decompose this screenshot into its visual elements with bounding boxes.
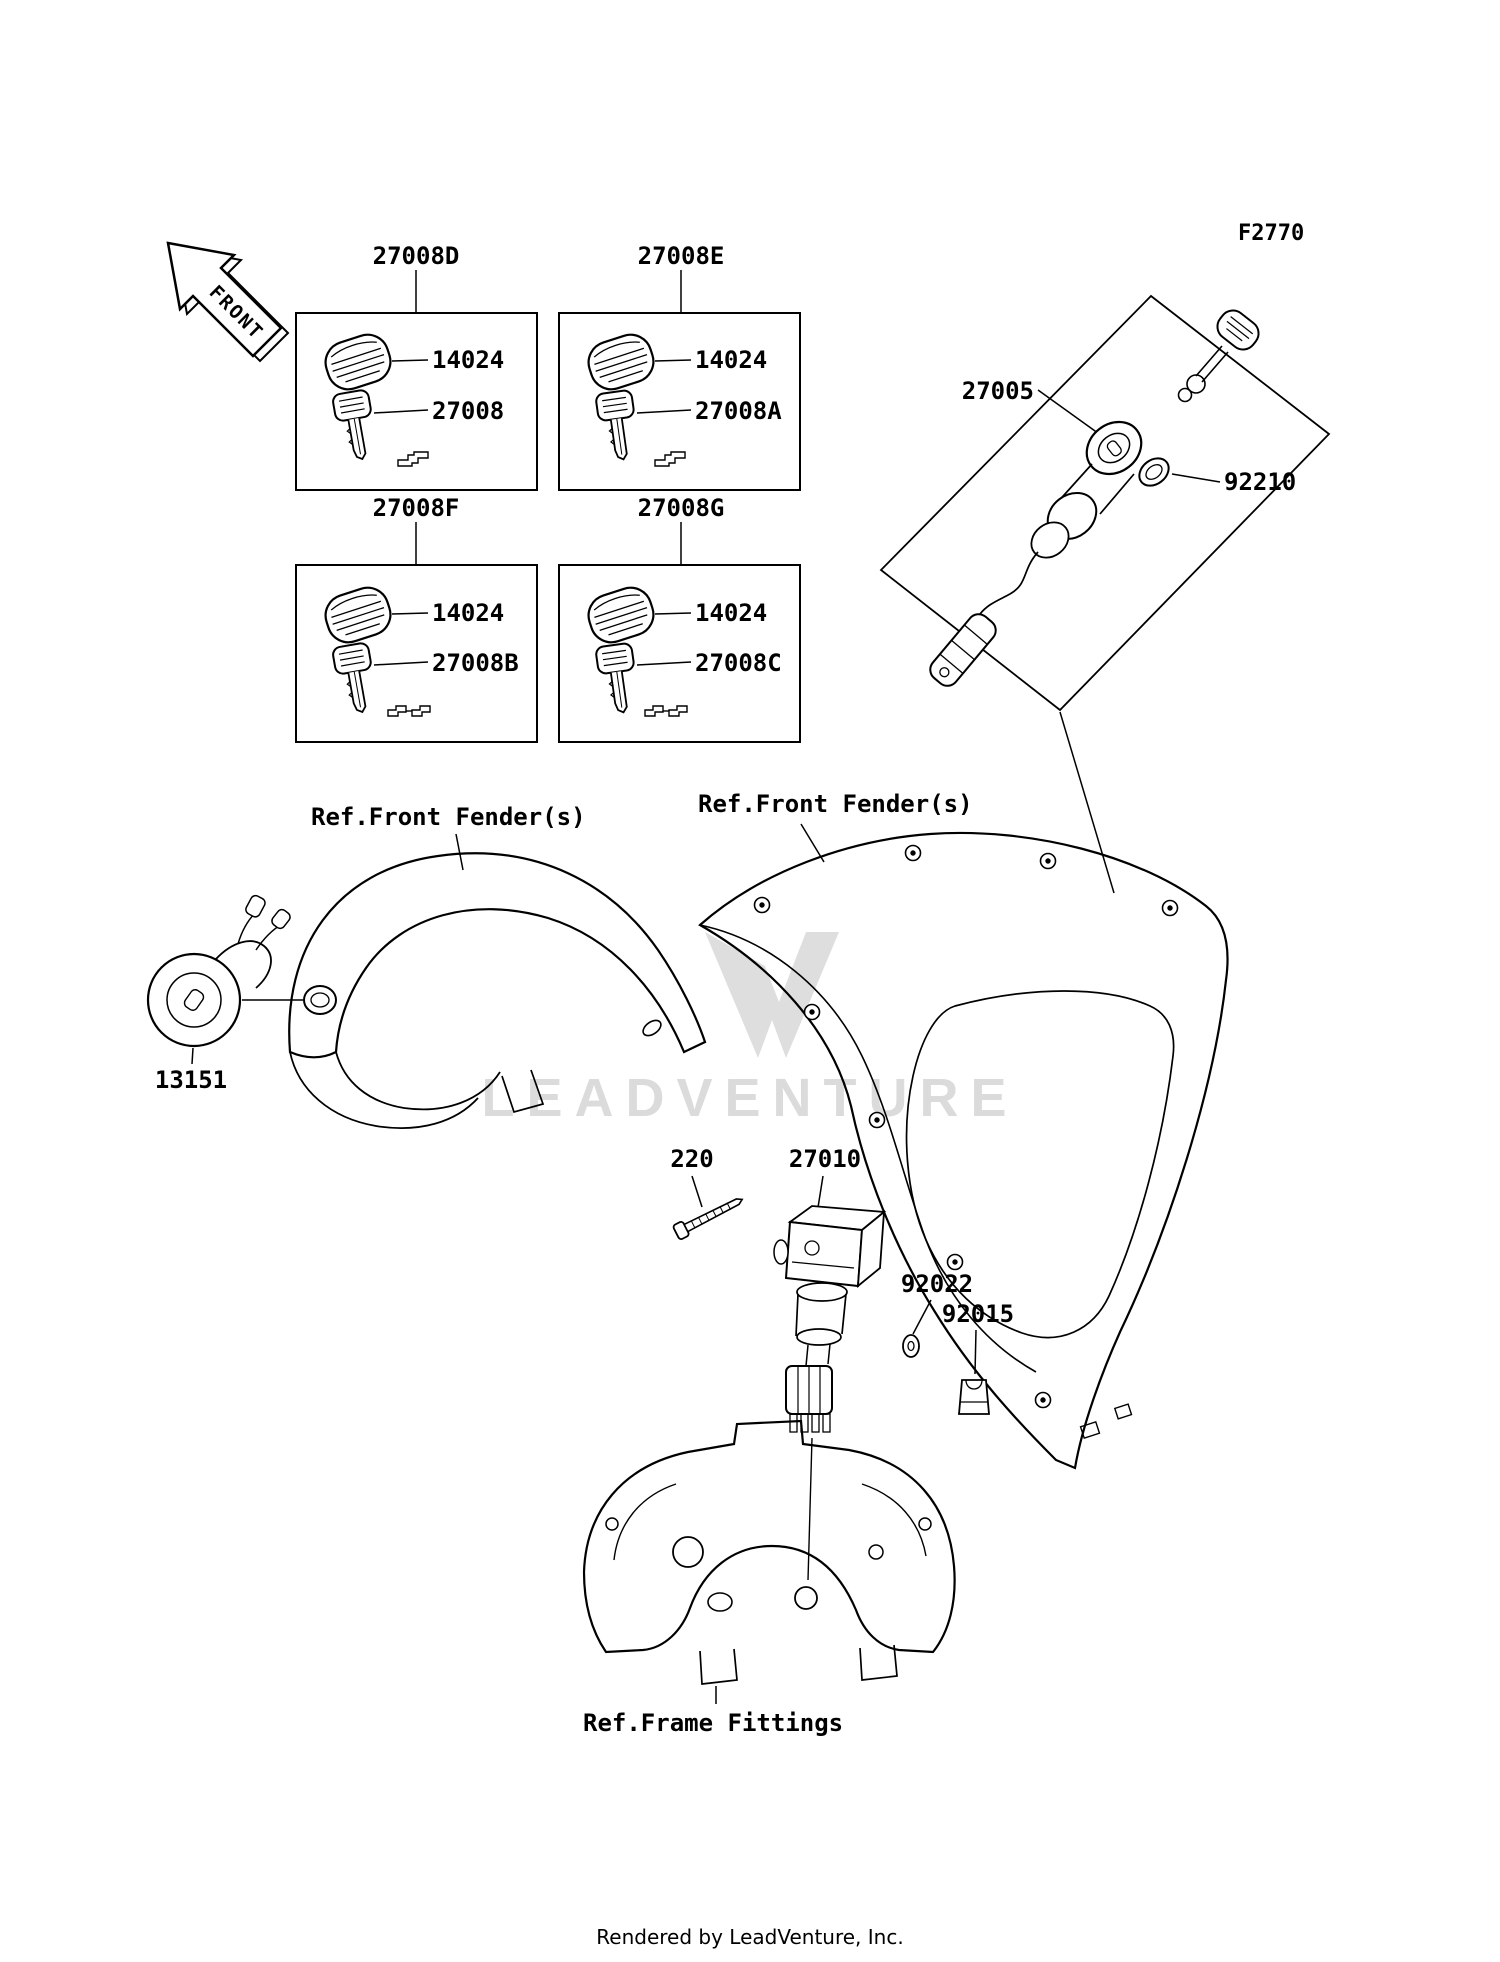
label-27008-d: 27008 [432,397,505,425]
ignition-switch-27010-drawing [773,1205,887,1581]
label-27008c-g: 27008C [695,649,782,677]
footer-credit: Rendered by LeadVenture, Inc. [596,1925,904,1949]
label-13151: 13151 [154,1066,228,1094]
key-set-box-27008d [295,312,538,491]
leader-92210 [1171,473,1221,483]
key-profile-drawing [387,705,431,717]
key-profile-drawing [397,451,429,467]
leader-27008a-e [636,409,692,414]
leader-27008b-f [373,661,429,666]
label-14024-f: 14024 [432,599,505,627]
leader-14024-f [391,612,429,615]
leader-92015 [974,1329,977,1375]
damper-92015-drawing [958,1379,990,1415]
leader-27008c-g [636,661,692,666]
label-27008b-f: 27008B [432,649,519,677]
key-head-drawing [319,581,397,649]
label-27008d: 27008D [372,242,460,270]
leader-27005 [1037,389,1103,437]
key-set-box-27008g [558,564,801,743]
label-92015: 92015 [941,1300,1015,1328]
label-27008a-e: 27008A [695,397,782,425]
key-profile-drawing [654,451,686,467]
leader-92022 [912,1299,932,1335]
label-14024-g: 14024 [695,599,768,627]
key-blank-drawing [594,388,642,463]
leader-14024-d [391,359,429,362]
key-blank-drawing [594,641,642,716]
leader-14024-g [654,612,692,615]
washer-92022-drawing [902,1334,920,1358]
label-92210: 92210 [1224,468,1297,496]
leader-lines [191,270,1221,1704]
label-14024-d: 14024 [432,346,505,374]
leader-220 [691,1175,703,1208]
label-220: 220 [670,1145,714,1173]
label-27008g: 27008G [637,494,725,522]
label-27010: 27010 [788,1145,862,1173]
key-blank-drawing [330,388,381,464]
screw-220-drawing [672,1198,744,1240]
key-profile-drawing [644,705,688,717]
leader-fender-left [455,833,464,871]
front-direction-arrow: FRONT [166,241,290,363]
label-ref-frame-fittings: Ref.Frame Fittings [583,1709,844,1737]
leader-fender-right [800,823,825,863]
front-fender-right-drawing [698,831,1229,1470]
key-set-box-27008e [558,312,801,491]
switch-13151-drawing [146,894,291,1048]
leader-13151 [191,1047,194,1065]
front-fender-left-drawing [288,852,707,1129]
ignition-switch-27005-drawing [879,294,1331,894]
leader-14024-e [654,359,692,362]
label-92022: 92022 [900,1270,974,1298]
label-27005: 27005 [961,377,1034,405]
diagram-code: F2770 [1238,221,1305,246]
key-blank-drawing [330,641,381,717]
label-27008f: 27008F [372,494,460,522]
leadventure-logo-watermark [705,932,839,1058]
frame-fittings-drawing [582,1419,956,1685]
key-head-drawing [582,581,660,649]
label-14024-e: 14024 [695,346,768,374]
watermark-text: LEADVENTURE [481,1068,1019,1128]
key-head-drawing [582,328,660,396]
key-set-box-27008f [295,564,538,743]
label-ref-front-fender-right: Ref.Front Fender(s) [698,790,973,818]
label-ref-front-fender-left: Ref.Front Fender(s) [311,803,586,831]
leader-27008-d [373,409,429,414]
label-27008e: 27008E [637,242,725,270]
key-head-drawing [319,328,397,396]
